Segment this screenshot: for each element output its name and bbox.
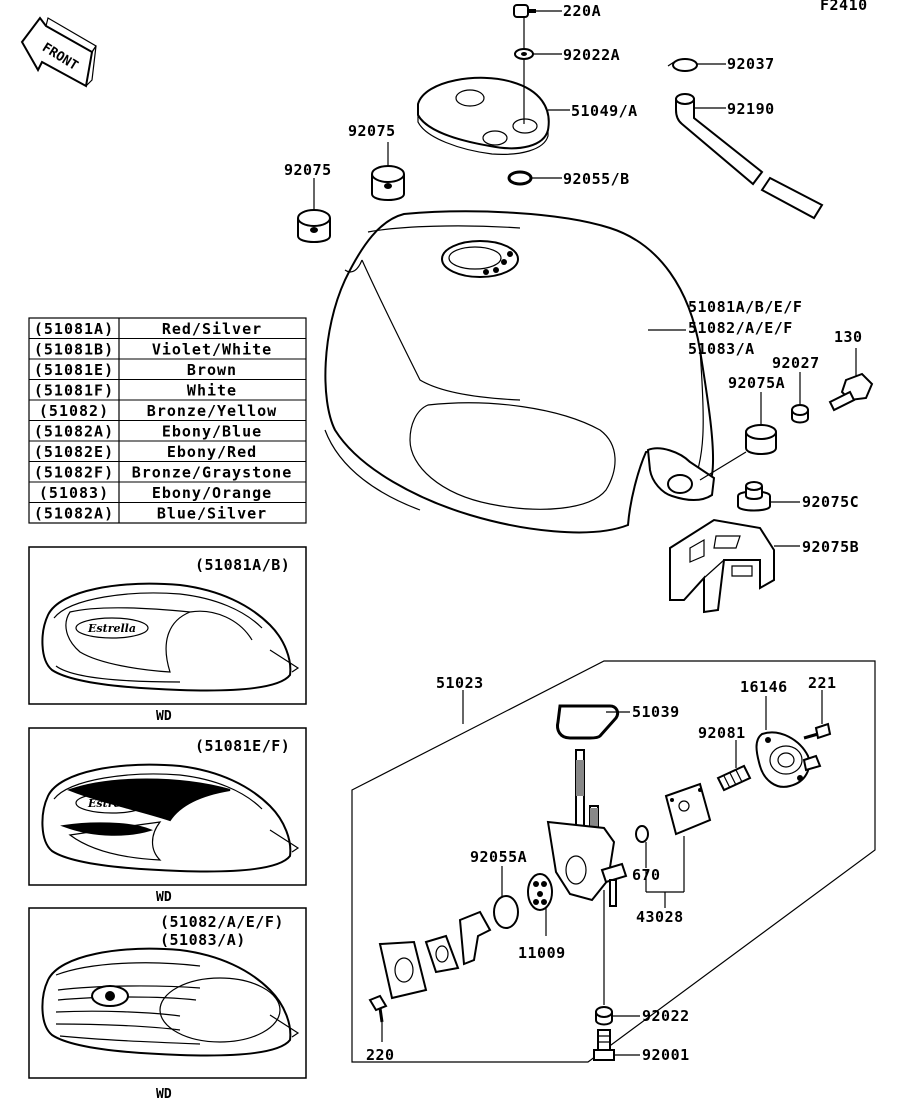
bracket-92075b — [669, 518, 800, 614]
callout-92055a: 92055A — [470, 848, 527, 866]
callout-92075b: 92075B — [802, 538, 859, 556]
callout-tank-1: 51081A/B/E/F — [688, 298, 802, 316]
callout-220: 220 — [366, 1046, 395, 1064]
spring-92081 — [716, 740, 752, 792]
fuel-tank — [324, 210, 716, 534]
callout-670: 670 — [632, 866, 661, 884]
callout-43028: 43028 — [636, 908, 684, 926]
cover-51049 — [417, 60, 570, 155]
oring-670 — [635, 825, 649, 868]
figure-code: F2410 — [820, 0, 868, 14]
decal-caption: WD — [156, 709, 172, 724]
callout-92075c: 92075C — [802, 493, 859, 511]
callout-92027: 92027 — [772, 354, 820, 372]
table-color: Brown — [187, 361, 237, 379]
front-arrow-icon: FRONT — [20, 16, 97, 88]
callout-130: 130 — [834, 328, 863, 346]
table-color: Ebony/Orange — [152, 484, 272, 502]
damper-92075a — [699, 392, 777, 481]
table-code: (51083) — [39, 484, 109, 502]
callout-11009: 11009 — [518, 944, 566, 962]
callout-tank-3: 51083/A — [688, 340, 755, 358]
logo-icon: Estrella — [87, 797, 136, 810]
table-code: (51082E) — [34, 443, 114, 461]
color-table: (51081A) Red/Silver (51081B) Violet/Whit… — [28, 317, 307, 524]
callout-92075a: 92075A — [728, 374, 785, 392]
fuel-cock-body — [546, 749, 628, 1005]
callout-92081: 92081 — [698, 724, 746, 742]
callout-92022: 92022 — [642, 1007, 690, 1025]
washer-92022 — [595, 1006, 640, 1026]
lever — [458, 910, 492, 966]
collar-92027 — [791, 372, 809, 424]
table-color: Bronze/Graystone — [132, 464, 293, 482]
decal-title: (51082/A/E/F) — [160, 913, 284, 931]
table-color: Blue/Silver — [157, 505, 267, 523]
table-color: Ebony/Red — [167, 443, 257, 461]
washer-92022a — [514, 17, 562, 60]
table-color: Bronze/Yellow — [147, 402, 277, 420]
bolt-92001 — [593, 1029, 640, 1061]
table-code: (51082A) — [34, 423, 114, 441]
decal-title: (51083/A) — [160, 931, 246, 949]
decal-panel-1: (51081A/B) Estrella WD — [28, 546, 307, 724]
decal-panel-2: (51081E/F) Estrella WD — [28, 727, 307, 905]
screw-220a — [513, 4, 562, 18]
callout-92075-a: 92075 — [348, 122, 396, 140]
table-code: (51081A) — [34, 320, 114, 338]
bolt-130 — [828, 348, 874, 412]
table-color: Ebony/Blue — [162, 423, 262, 441]
damper-92075-a — [371, 142, 405, 201]
callout-92055b: 92055/B — [563, 170, 630, 188]
callout-tank-2: 51082/A/E/F — [688, 319, 793, 337]
callout-92001: 92001 — [642, 1046, 690, 1064]
decal-caption: WD — [156, 890, 172, 905]
table-code: (51082F) — [34, 464, 114, 482]
callout-92037: 92037 — [727, 55, 775, 73]
table-code: (51081B) — [34, 341, 114, 359]
diaphragm-43028 — [645, 782, 712, 908]
callout-92075-b: 92075 — [284, 161, 332, 179]
callout-51023: 51023 — [436, 674, 484, 692]
clip-92037 — [667, 58, 726, 72]
callout-220a: 220A — [563, 2, 601, 20]
filter-11009 — [527, 873, 553, 936]
damper-92075-b — [297, 178, 331, 243]
callout-92190: 92190 — [727, 100, 775, 118]
damper-92075c — [737, 481, 800, 512]
screw-221 — [803, 690, 832, 740]
callout-221: 221 — [808, 674, 837, 692]
decal-title: (51081A/B) — [195, 556, 290, 574]
fuel-cock-group-outline — [351, 660, 876, 1063]
table-code: (51082A) — [34, 505, 114, 523]
gasket-lever — [424, 934, 460, 974]
callout-92022a: 92022A — [563, 46, 620, 64]
table-code: (51081E) — [34, 361, 114, 379]
plate-lever — [378, 940, 428, 1000]
callout-51039: 51039 — [632, 703, 680, 721]
table-code: (51082) — [39, 402, 109, 420]
decal-title: (51081E/F) — [195, 737, 290, 755]
gasket-51039 — [556, 704, 630, 740]
oring-92055b — [507, 170, 562, 186]
callout-51049a: 51049/A — [571, 102, 638, 120]
table-color: White — [187, 382, 237, 400]
table-code: (51081F) — [34, 382, 114, 400]
decal-panel-3: (51082/A/E/F) (51083/A) WD — [28, 907, 307, 1102]
table-color: Red/Silver — [162, 320, 262, 338]
logo-icon: Estrella — [87, 622, 136, 635]
cover-16146 — [755, 696, 822, 788]
screw-220 — [368, 994, 388, 1042]
table-color: Violet/White — [152, 341, 272, 359]
hose-92190 — [675, 93, 824, 220]
oring-92055a — [493, 866, 519, 929]
callout-16146: 16146 — [740, 678, 788, 696]
decal-caption: WD — [156, 1087, 172, 1102]
